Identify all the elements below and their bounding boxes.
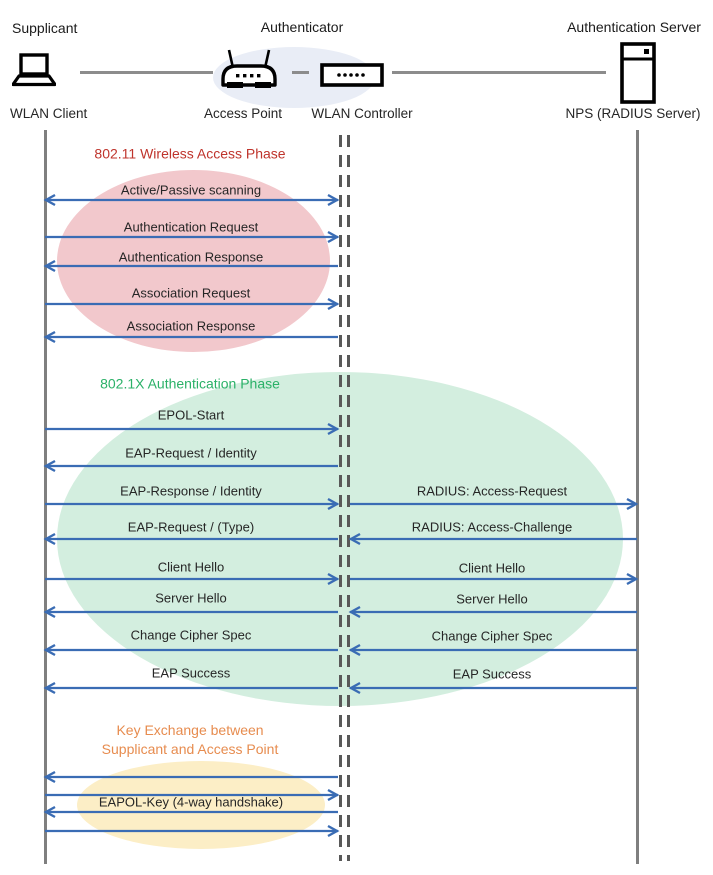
message-arrow-left-7 xyxy=(45,497,340,511)
message-label-left-7: EAP-Response / Identity xyxy=(120,483,262,499)
message-arrow-right-3 xyxy=(348,605,637,619)
message-label-left-15: EAPOL-Key (4-way handshake) xyxy=(98,794,284,810)
link-client-to-ap xyxy=(80,71,213,74)
node-label-nps-radius-server: NPS (RADIUS Server) xyxy=(565,106,701,121)
server-icon xyxy=(620,42,656,104)
link-controller-to-server xyxy=(392,71,606,74)
phase-ellipse-key-exchange xyxy=(77,761,325,849)
message-arrow-left-12 xyxy=(43,681,338,695)
message-label-left-5: EPOL-Start xyxy=(157,407,225,423)
lifeline-wlan-client xyxy=(44,130,47,864)
node-label-wlan-controller: WLAN Controller xyxy=(311,106,413,121)
message-arrow-left-10 xyxy=(43,605,338,619)
message-label-left-3: Association Request xyxy=(131,285,251,301)
message-label-left-1: Authentication Request xyxy=(123,219,259,235)
message-arrow-right-2 xyxy=(350,572,639,586)
phase-title-key-exchange-line-2: Supplicant and Access Point xyxy=(101,741,279,757)
message-label-left-4: Association Response xyxy=(126,318,256,334)
message-arrow-left-15 xyxy=(43,805,338,819)
message-arrow-left-3 xyxy=(45,297,340,311)
message-label-left-9: Client Hello xyxy=(157,559,225,575)
phase-title-key-exchange-line-1: Key Exchange between xyxy=(116,722,264,738)
laptop-icon xyxy=(12,53,56,87)
node-label-access-point: Access Point xyxy=(203,106,283,121)
message-arrow-left-4 xyxy=(43,330,338,344)
message-arrow-left-16 xyxy=(45,824,340,838)
message-label-right-1: RADIUS: Access-Challenge xyxy=(411,519,573,535)
lifeline-radius-server xyxy=(636,130,639,864)
message-arrow-left-6 xyxy=(43,459,338,473)
message-label-right-5: EAP Success xyxy=(452,666,532,682)
link-ap-to-controller xyxy=(292,71,309,74)
node-label-wlan-client: WLAN Client xyxy=(10,106,88,121)
message-label-right-3: Server Hello xyxy=(456,591,528,607)
role-label-authentication-server: Authentication Server xyxy=(567,19,701,35)
message-arrow-right-5 xyxy=(348,681,637,695)
message-arrow-left-14 xyxy=(45,788,340,802)
message-arrow-left-9 xyxy=(45,572,340,586)
message-arrow-left-5 xyxy=(45,422,340,436)
phase-title-key-exchange: Key Exchange between Supplicant and Acce… xyxy=(102,721,279,759)
message-arrow-right-1 xyxy=(348,532,637,546)
message-label-left-2: Authentication Response xyxy=(118,249,264,265)
message-label-right-4: Change Cipher Spec xyxy=(431,628,553,644)
role-label-supplicant: Supplicant xyxy=(12,20,78,36)
message-label-left-12: EAP Success xyxy=(151,665,231,681)
message-arrow-right-0 xyxy=(350,497,639,511)
message-label-left-10: Server Hello xyxy=(155,590,227,606)
phase-title-authentication: 802.1X Authentication Phase xyxy=(100,375,280,392)
message-label-right-0: RADIUS: Access-Request xyxy=(416,483,568,499)
message-arrow-right-4 xyxy=(348,643,637,657)
lifeline-authenticator-dash-2 xyxy=(347,135,350,861)
message-label-left-8: EAP-Request / (Type) xyxy=(127,519,255,535)
message-arrow-left-0 xyxy=(43,193,340,207)
message-arrow-left-1 xyxy=(45,230,340,244)
phase-title-wireless-access: 802.11 Wireless Access Phase xyxy=(94,145,286,162)
message-arrow-left-11 xyxy=(43,643,338,657)
message-arrow-left-2 xyxy=(43,259,338,273)
role-label-authenticator: Authenticator xyxy=(260,19,344,35)
message-label-left-11: Change Cipher Spec xyxy=(130,627,252,643)
lifeline-authenticator-dash-1 xyxy=(339,135,342,861)
message-label-left-0: Active/Passive scanning xyxy=(120,182,262,198)
message-label-left-6: EAP-Request / Identity xyxy=(125,445,257,461)
access-point-icon xyxy=(221,49,277,88)
wlan-controller-icon xyxy=(320,63,384,87)
message-arrow-left-8 xyxy=(43,532,338,546)
message-arrow-left-13 xyxy=(43,770,338,784)
message-label-right-2: Client Hello xyxy=(458,560,526,576)
